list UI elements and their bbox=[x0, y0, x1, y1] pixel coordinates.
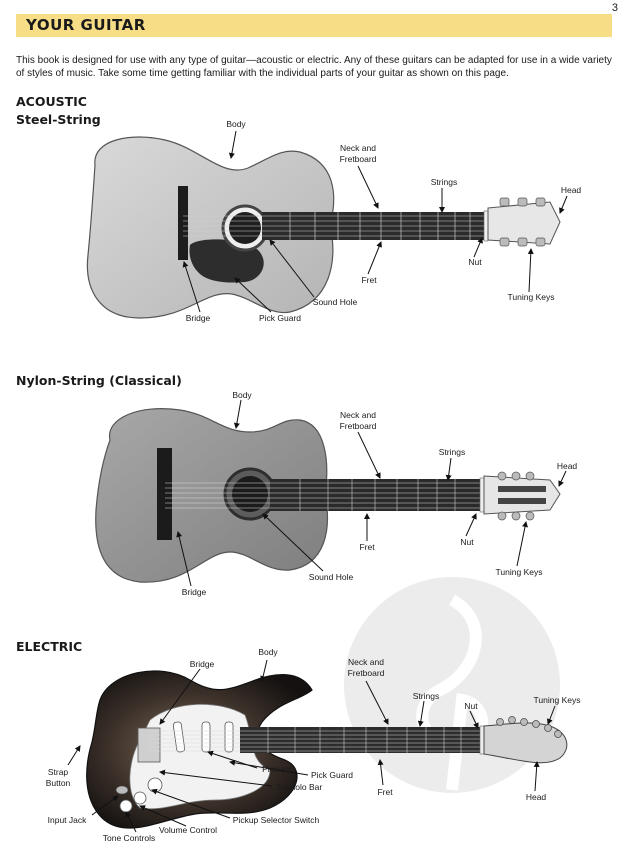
electric-head-label: Head bbox=[525, 792, 547, 802]
electric-strap-button-label: Strap Button bbox=[45, 767, 71, 788]
acoustic-fret-label: Fret bbox=[361, 275, 377, 285]
acoustic-tuning-keys-label: Tuning Keys bbox=[507, 292, 555, 302]
electric-strings-label: Strings bbox=[412, 691, 440, 701]
nylon-head-label: Head bbox=[556, 461, 578, 471]
electric-neck-label: Neck and Fretboard bbox=[347, 657, 385, 678]
nylon-strings-label: Strings bbox=[438, 447, 466, 457]
electric-volume-control-label: Volume Control bbox=[158, 825, 218, 835]
electric-pickups-label: Pickups bbox=[262, 764, 292, 774]
nylon-string-heading: Nylon-String (Classical) bbox=[16, 373, 182, 388]
electric-body-label: Body bbox=[258, 647, 278, 657]
acoustic-bridge-label: Bridge bbox=[185, 313, 211, 323]
acoustic-head-label: Head bbox=[560, 185, 582, 195]
classical-guitar-illustration bbox=[95, 408, 561, 583]
acoustic-pick-guard-label: Pick Guard bbox=[258, 313, 302, 323]
electric-tremolo-bar-label: Tremolo Bar bbox=[275, 782, 323, 792]
electric-input-jack-label: Input Jack bbox=[47, 815, 87, 825]
page-title: YOUR GUITAR bbox=[16, 14, 612, 37]
nylon-neck-label: Neck and Fretboard bbox=[339, 410, 377, 431]
acoustic-neck-label: Neck and Fretboard bbox=[339, 143, 377, 164]
nylon-body-label: Body bbox=[232, 390, 252, 400]
intro-paragraph: This book is designed for use with any t… bbox=[16, 55, 612, 79]
electric-nut-label: Nut bbox=[464, 701, 478, 711]
electric-tuning-keys-label: Tuning Keys bbox=[533, 695, 581, 705]
nylon-nut-label: Nut bbox=[460, 537, 474, 547]
acoustic-heading: ACOUSTIC bbox=[16, 94, 87, 109]
nylon-tuning-keys-label: Tuning Keys bbox=[495, 567, 543, 577]
label-leader-lines bbox=[67, 130, 568, 833]
electric-heading: ELECTRIC bbox=[16, 639, 83, 654]
acoustic-nut-label: Nut bbox=[468, 257, 482, 267]
steel-string-heading: Steel-String bbox=[16, 112, 101, 127]
nylon-sound-hole-label: Sound Hole bbox=[308, 572, 354, 582]
nylon-fret-label: Fret bbox=[359, 542, 375, 552]
electric-bridge-label: Bridge bbox=[189, 659, 215, 669]
acoustic-guitar-illustration bbox=[86, 136, 561, 319]
acoustic-body-label: Body bbox=[226, 119, 246, 129]
electric-guitar-illustration bbox=[86, 670, 568, 829]
nylon-bridge-label: Bridge bbox=[181, 587, 207, 597]
acoustic-sound-hole-label: Sound Hole bbox=[312, 297, 358, 307]
page-number: 3 bbox=[611, 2, 618, 14]
electric-tone-controls-label: Tone Controls bbox=[102, 833, 156, 843]
electric-pick-guard-label: Pick Guard bbox=[310, 770, 354, 780]
acoustic-strings-label: Strings bbox=[430, 177, 458, 187]
electric-fret-label: Fret bbox=[377, 787, 393, 797]
electric-pickup-selector-label: Pickup Selector Switch bbox=[232, 815, 320, 825]
